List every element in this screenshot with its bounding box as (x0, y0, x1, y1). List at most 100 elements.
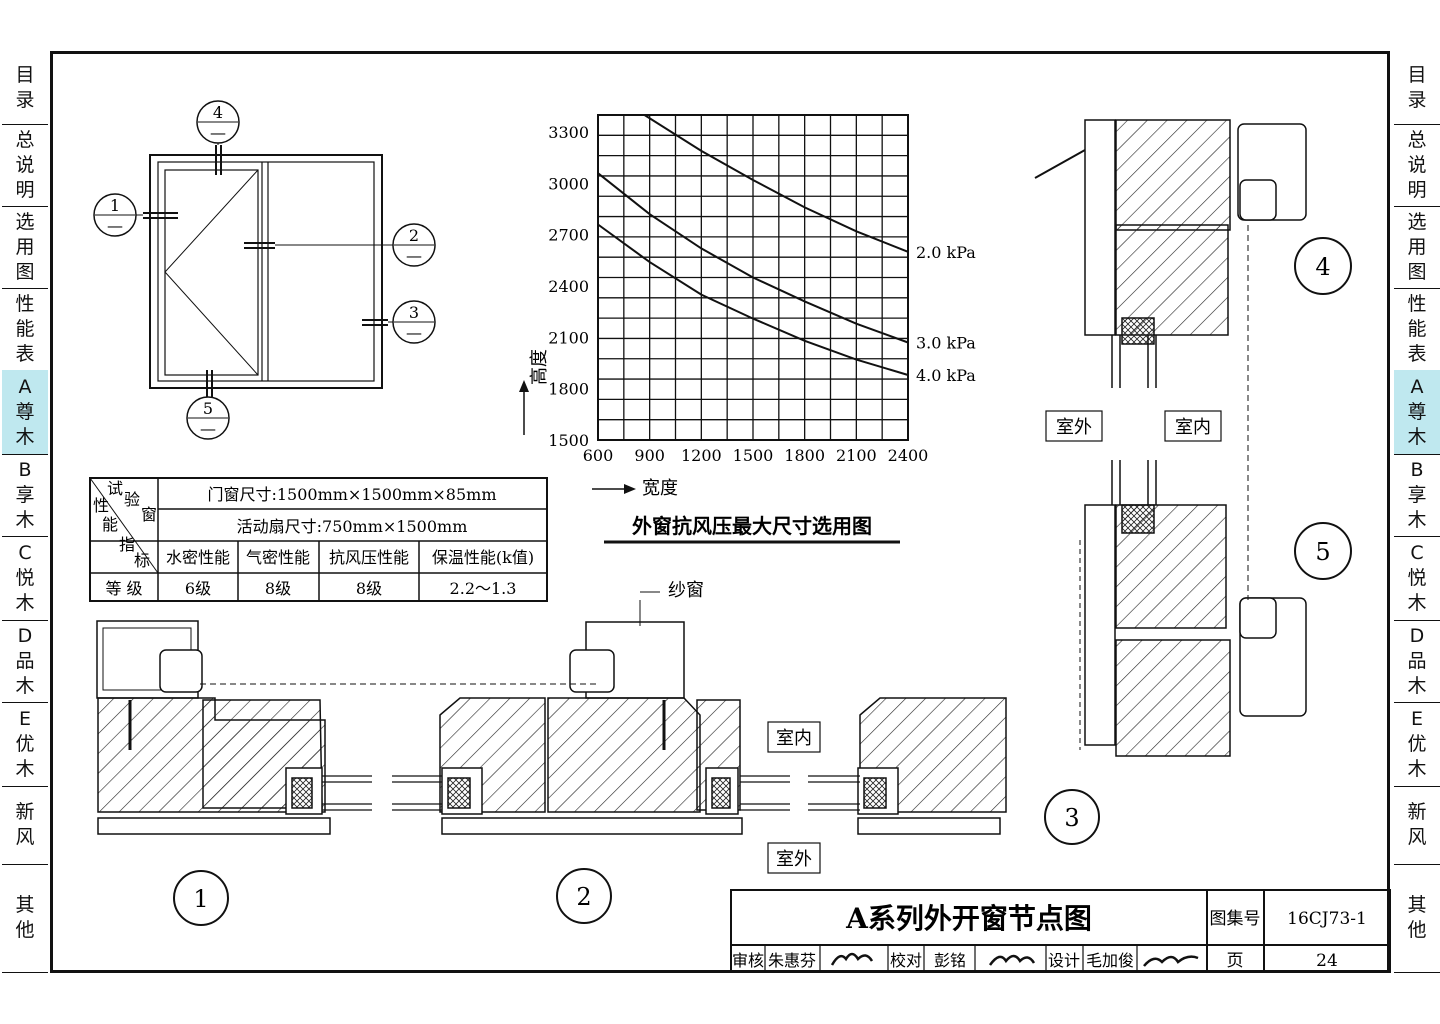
sidebar-tab-char: 他 (15, 919, 35, 941)
sidebar-left-tab-mulu[interactable]: 目录 (2, 52, 48, 125)
detail-1-number: 1 (193, 885, 208, 913)
sidebar-tab-char: 新 (15, 801, 35, 823)
sidebar-tab-char: 目 (1407, 64, 1427, 86)
sidebar-tab-char: 木 (1407, 508, 1427, 531)
sidebar-tab-char: 风 (15, 826, 35, 848)
sidebar-tab-char: 用 (15, 235, 35, 258)
perf-grade-thermal: 2.2～1.3 (450, 579, 517, 598)
sidebar-tab-char: 木 (1407, 591, 1427, 614)
sidebar-tab-char: 木 (15, 508, 35, 531)
sidebar-tab-char: 优 (15, 732, 35, 755)
chart-y-tick-label: 3300 (548, 123, 589, 142)
sidebar-right-tab-xinfeng[interactable]: 新风 (1394, 786, 1440, 865)
sidebar-tab-char: 品 (15, 649, 35, 672)
sidebar-right-tab-zongshuoming[interactable]: 总说明 (1394, 124, 1440, 207)
chart-series-label: 4.0 kPa (916, 366, 976, 385)
perf-col-water: 水密性能 (166, 548, 230, 567)
marker-2-num: 2 (409, 226, 419, 245)
sidebar-tab-char: 性 (1407, 292, 1427, 315)
perf-row-sash: 活动扇尺寸:750mm×1500mm (237, 517, 468, 536)
performance-table (89, 477, 548, 602)
indoor-label-right: 室内 (1175, 417, 1211, 438)
title-block (730, 889, 1391, 973)
sidebar-tab-char: 木 (1407, 757, 1427, 780)
sidebar-left-tab-xuanyongtu[interactable]: 选用图 (2, 206, 48, 289)
chart-series-line (597, 172, 909, 344)
detail-numbers: 1 2 3 4 5 (193, 253, 1330, 913)
reviewer-name: 朱惠芬 (768, 951, 816, 970)
perf-grade-air: 8级 (265, 579, 291, 598)
sidebar-tab-char: C (18, 541, 32, 564)
sidebar-tab-char: 享 (15, 483, 35, 506)
sidebar-right-tab-qita[interactable]: 其他 (1394, 864, 1440, 973)
perf-col-wind: 抗风压性能 (329, 548, 409, 567)
sidebar-tab-char: 尊 (15, 400, 35, 423)
page-number: 24 (1316, 951, 1338, 971)
sidebar-tab-char: 选 (1407, 210, 1427, 233)
sidebar-tab-char: B (18, 458, 32, 481)
perf-diag-6: 指 (119, 535, 135, 554)
marker-5-num: 5 (203, 399, 213, 418)
reviewer-signature (830, 952, 874, 966)
chart-title: 外窗抗风压最大尺寸选用图 (632, 514, 872, 538)
design-label: 设计 (1048, 951, 1080, 970)
sidebar-tab-char: 总 (1407, 128, 1427, 151)
screen-window-label: 纱窗 (668, 580, 704, 601)
sidebar-tab-char: 明 (15, 178, 35, 201)
sidebar-right-tab-xuanyongtu[interactable]: 选用图 (1394, 206, 1440, 289)
detail-4-section (1034, 119, 1307, 388)
sidebar-tab-char: 说 (15, 153, 35, 176)
perf-grade-wind: 8级 (356, 579, 382, 598)
sidebar-tab-char: B (1410, 458, 1424, 481)
sidebar-left-tab-xingnengbiao[interactable]: 性能表 (2, 288, 48, 371)
sidebar-right-tab-mulu[interactable]: 目录 (1394, 52, 1440, 125)
chart-series-label: 2.0 kPa (916, 243, 976, 262)
chart-x-tick-label: 600 (583, 446, 614, 465)
perf-diag-4: 性 (93, 496, 109, 515)
perf-col-thermal: 保温性能(k值) (432, 548, 534, 567)
detail-2-section (439, 621, 743, 835)
perf-diag-3: 窗 (141, 505, 157, 524)
sidebar-tab-char: 尊 (1407, 400, 1427, 423)
designer-name: 毛加俊 (1086, 951, 1134, 970)
sidebar-tab-char: 享 (1407, 483, 1427, 506)
chart-y-tick-label: 2100 (548, 328, 589, 347)
chart-y-tick-label: 1800 (548, 380, 589, 399)
chart-x-tick-label: 2400 (888, 446, 929, 465)
sidebar-tab-char: 表 (15, 342, 35, 365)
sidebar-tab-char: 悦 (1407, 566, 1427, 589)
detail-4-number: 4 (1315, 253, 1330, 281)
checker-signature (988, 954, 1036, 966)
perf-diag-7: 标 (134, 551, 150, 570)
checker-name: 彭铭 (934, 951, 966, 970)
marker-1-sub: — (107, 216, 123, 235)
sidebar-left-tab-qita[interactable]: 其他 (2, 864, 48, 973)
indoor-label-bottom: 室内 (776, 728, 812, 749)
sidebar-tab-char: 木 (15, 591, 35, 614)
sidebar-tab-char: 录 (1407, 89, 1427, 111)
performance-table-text: 试 验 窗 性 能 指 标 门窗尺寸:1500mm×1500mm×85mm 活动… (93, 479, 534, 598)
sidebar-tab-char: 目 (15, 64, 35, 86)
detail-number-circles (173, 237, 1352, 926)
sidebar-tab-char: C (1410, 541, 1424, 564)
review-label: 审核 (732, 951, 764, 970)
sidebar-left-tab-xinfeng[interactable]: 新风 (2, 786, 48, 865)
sidebar-left-tab-zongshuoming[interactable]: 总说明 (2, 124, 48, 207)
sidebar-tab-char: 选 (15, 210, 35, 233)
detail-1-section (96, 620, 331, 835)
chart-series-line (597, 223, 909, 376)
perf-grade-label: 等 级 (105, 579, 142, 598)
page-label: 页 (1227, 951, 1244, 971)
chart-y-axis-label: 高度 (529, 349, 550, 385)
